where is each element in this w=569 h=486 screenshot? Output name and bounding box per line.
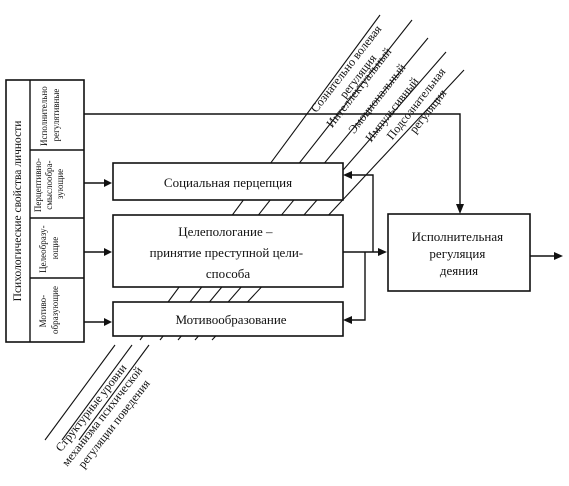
trait-executive-label: Исполнительно регулятивные	[39, 84, 61, 146]
social-perception-label: Социальная перцепция	[164, 175, 292, 190]
arrow-head	[343, 171, 352, 179]
central-blocks: Социальная перцепция Целепологание – при…	[112, 162, 344, 337]
trait-motive-label: Мотиво- образующие	[38, 286, 60, 334]
connectors	[343, 171, 563, 324]
goal-setting-label: Целепологание – принятие преступной цели…	[150, 224, 307, 281]
traits-frame	[5, 79, 85, 343]
arrow-head	[456, 204, 464, 214]
arrow-head	[343, 316, 352, 324]
trait-perceptual-label: Перцептивно- смыслообра- зующие	[33, 156, 65, 212]
executive-regulation-label: Исполнительная регуляция деяния	[412, 229, 507, 278]
goal-setting-box	[112, 214, 344, 288]
arrow-head	[104, 179, 112, 187]
arrow-head	[378, 248, 387, 256]
motivation-box	[112, 301, 344, 337]
traits-panel: Психологические свойства личности Исполн…	[5, 79, 85, 343]
structural-level-lines	[44, 344, 150, 441]
arrow-head	[104, 318, 112, 326]
panel-arrows	[84, 113, 464, 326]
arrow-head	[104, 248, 112, 256]
arrow-head	[554, 252, 563, 260]
social-perception-box	[112, 162, 344, 201]
executive-regulation-box	[387, 213, 531, 292]
executive-block: Исполнительная регуляция деяния	[387, 213, 531, 292]
motivation-label: Мотивообразование	[175, 312, 286, 327]
traits-title: Психологические свойства личности	[12, 121, 24, 302]
structural-levels-label: Структурные уровни механизма психической…	[48, 353, 158, 478]
trait-goal-label: Целеобразу- ющие	[38, 223, 60, 273]
